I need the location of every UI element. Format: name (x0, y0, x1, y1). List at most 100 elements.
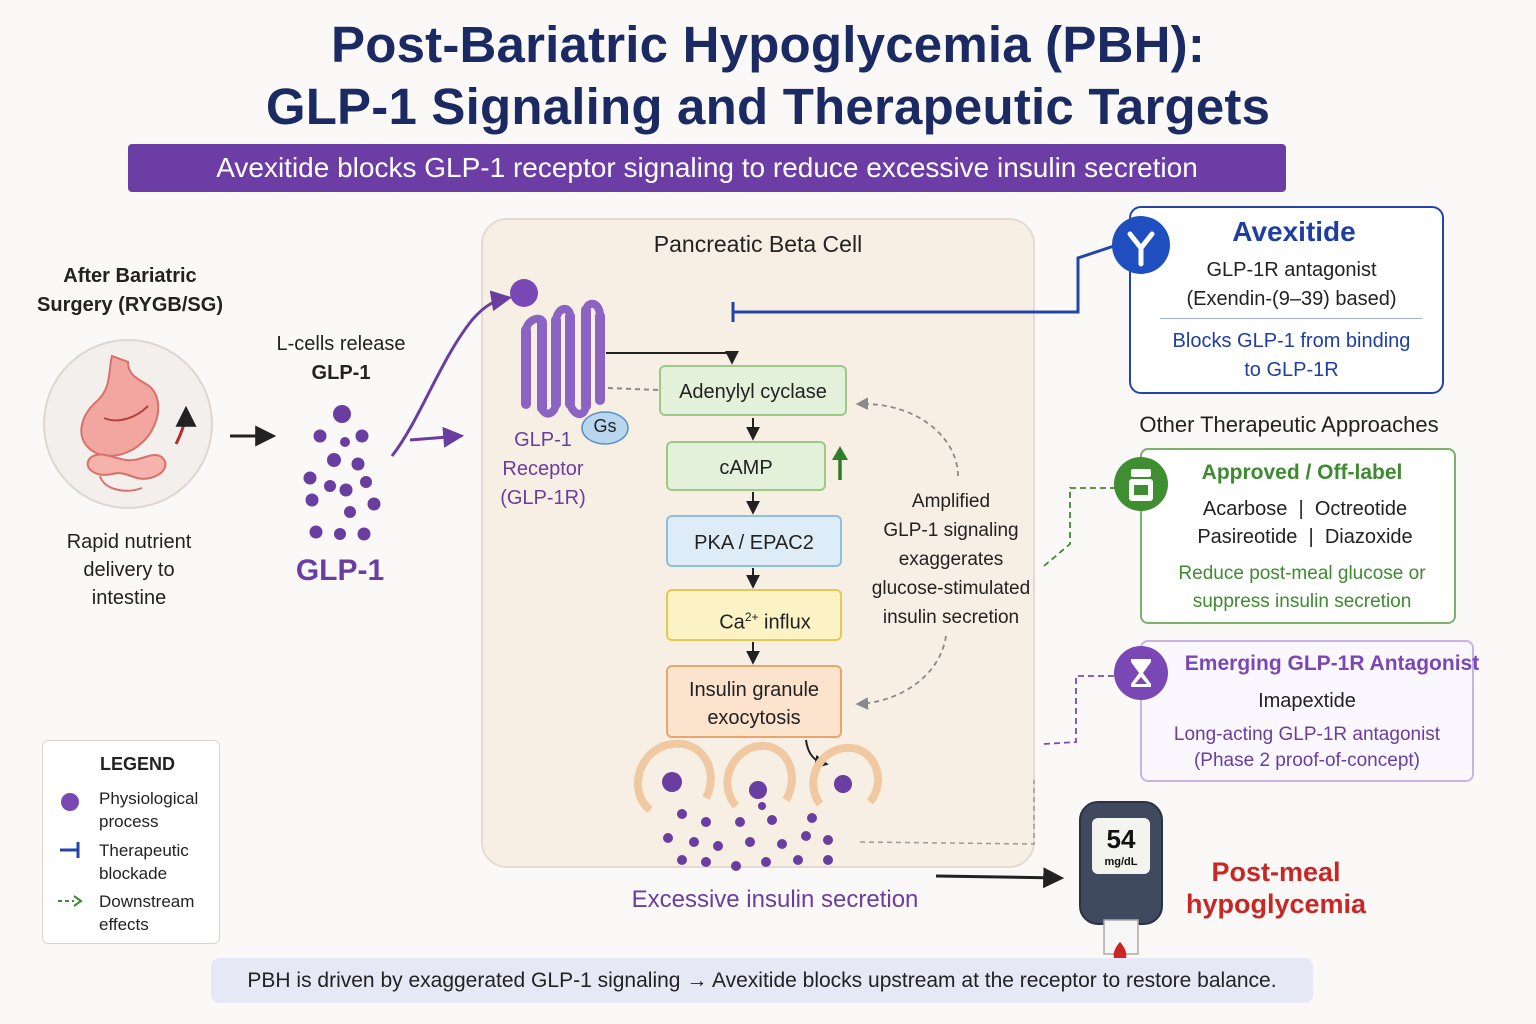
legend-title: LEGEND (100, 754, 176, 774)
approved-note-line-2: suppress insulin secretion (1192, 591, 1412, 612)
approved-drugs-line-2: Pasireotide | Diazoxide (1197, 526, 1413, 548)
glucose-meter-icon (1079, 801, 1163, 963)
approved-offlabel-box (1140, 448, 1456, 624)
antibody-icon (1112, 216, 1170, 274)
avexitide-mechanism: Blocks GLP-1 from binding to GLP-1R (1129, 327, 1444, 385)
avexitide-class: GLP-1R antagonist (1206, 259, 1377, 281)
legend-symbols (58, 793, 83, 907)
approved-drug-list: Acarbose | Octreotide Pasireotide | Diaz… (1140, 495, 1466, 551)
receptor-label: GLP-1 Receptor (GLP-1R) (478, 426, 608, 513)
amplified-line-4: glucose-stimulated (871, 578, 1031, 599)
hourglass-icon (1114, 646, 1168, 700)
avexitide-mechanism-line-2: to GLP-1R (1244, 359, 1339, 381)
arrow-glp1-to-receptor (390, 290, 513, 457)
approved-note: Reduce post-meal glucose or suppress ins… (1140, 560, 1460, 616)
glp1-molecules-icon (303, 405, 381, 541)
imapextide-label: Imapextide (1258, 690, 1356, 712)
legend-item-3-line-2: effects (99, 915, 149, 934)
insulin-dots-icon (663, 802, 833, 871)
emerging-note-line-2: (Phase 2 proof-of-concept) (1193, 750, 1420, 771)
glp1-receptor-icon (510, 279, 629, 445)
lcells-heading-line-2: GLP-1 (311, 362, 371, 384)
avexitide-title: Avexitide (1232, 216, 1356, 247)
arrow-glp1-to-cell (409, 426, 465, 448)
surgery-heading: After Bariatric Surgery (RYGB/SG) (20, 262, 240, 320)
lcells-heading-line-1: L-cells release (276, 333, 406, 355)
dashed-to-meter (859, 780, 1035, 845)
camp-step: cAMP (666, 441, 826, 491)
other-approaches-heading: Other Therapeutic Approaches (1139, 412, 1439, 437)
amplified-loop-top (855, 397, 959, 477)
approved-offlabel-title: Approved / Off-label (1201, 461, 1403, 484)
legend-item-blockade: Therapeutic blockade (99, 839, 189, 885)
meter-reading: 54 (1106, 824, 1136, 854)
legend-item-2-line-1: Therapeutic (99, 841, 189, 860)
subtitle-banner: Avexitide blocks GLP-1 receptor signalin… (128, 144, 1286, 192)
emerging-note: Long-acting GLP-1R antagonist (Phase 2 p… (1140, 722, 1474, 774)
emerging-antagonist-title: Emerging GLP-1R Antagonist (1184, 652, 1480, 675)
amplified-line-2: GLP-1 signaling (883, 520, 1019, 541)
avexitide-divider (1160, 318, 1422, 319)
surgery-heading-line-2: Surgery (RYGB/SG) (37, 294, 223, 316)
legend-item-1-line-1: Physiological (99, 789, 199, 808)
hypoglycemia-label: Post-meal hypoglycemia (1176, 856, 1376, 920)
glp1-label: GLP-1 (295, 554, 385, 587)
receptor-label-line-2: Receptor (502, 458, 584, 480)
nutrient-caption-line-3: intestine (91, 587, 167, 609)
pill-bottle-icon (1114, 457, 1168, 511)
hypoglycemia-line-1: Post-meal (1211, 857, 1341, 887)
summary-footer: PBH is driven by exaggerated GLP-1 signa… (211, 958, 1313, 1003)
arrow-receptor-to-ac (606, 350, 739, 365)
insulin-step-line-1: Insulin granule (688, 679, 820, 701)
beta-cell-title: Pancreatic Beta Cell (653, 231, 863, 257)
title-line-2: GLP-1 Signaling and Therapeutic Targets (265, 78, 1271, 135)
amplified-line-3: exaggerates (898, 549, 1004, 570)
amplified-line-1: Amplified (911, 491, 991, 512)
dashed-to-approved (1043, 487, 1116, 567)
avexitide-mechanism-line-1: Blocks GLP-1 from binding (1172, 330, 1411, 352)
calcium-influx-step: Ca2+ influx (666, 589, 842, 641)
dashed-to-emerging (1043, 675, 1116, 745)
nutrient-caption-line-2: delivery to (83, 559, 175, 581)
receptor-label-line-1: GLP-1 (514, 429, 572, 451)
surgery-heading-line-1: After Bariatric (63, 265, 197, 287)
camp-up-arrow-icon (832, 446, 848, 480)
nutrient-caption-line-1: Rapid nutrient (66, 531, 192, 553)
gs-to-ac-link (607, 387, 659, 391)
pka-epac2-step: PKA / EPAC2 (666, 515, 842, 567)
legend-item-physiological: Physiological process (99, 787, 198, 833)
avexitide-basis: (Exendin-(9–39) based) (1186, 288, 1397, 310)
approved-note-line-1: Reduce post-meal glucose or (1178, 563, 1426, 584)
legend-dot-icon (61, 793, 79, 811)
page-title: Post-Bariatric Hypoglycemia (PBH): GLP-1… (0, 14, 1536, 138)
avexitide-description: GLP-1R antagonist (Exendin-(9–39) based) (1129, 256, 1444, 314)
avexitide-box (1129, 206, 1444, 394)
calcium-charge: 2+ (744, 610, 759, 624)
insulin-exocytosis-step: Insulin granule exocytosis (666, 665, 842, 738)
nutrient-caption: Rapid nutrient delivery to intestine (34, 528, 224, 612)
insulin-vesicles-icon (633, 739, 883, 814)
legend-box (42, 740, 220, 944)
legend-item-2-line-2: blockade (99, 864, 168, 883)
adenylyl-cyclase-step: Adenylyl cyclase (659, 365, 847, 416)
amplified-signaling-note: Amplified GLP-1 signaling exaggerates gl… (868, 487, 1034, 632)
title-line-1: Post-Bariatric Hypoglycemia (PBH): (331, 16, 1205, 73)
legend-item-1-line-2: process (99, 812, 159, 831)
amplified-loop-bottom (855, 635, 947, 710)
hypoglycemia-line-2: hypoglycemia (1185, 889, 1367, 919)
approved-drugs-line-1: Acarbose | Octreotide (1202, 498, 1408, 520)
gs-protein-label: Gs (593, 416, 617, 436)
lcells-heading: L-cells release GLP-1 (256, 330, 426, 388)
calcium-symbol: Ca (719, 611, 745, 634)
arrow-to-meter (935, 867, 1065, 889)
emerging-antagonist-box (1140, 640, 1474, 782)
insulin-step-line-2: exocytosis (707, 707, 801, 729)
emerging-note-line-1: Long-acting GLP-1R antagonist (1173, 724, 1441, 745)
receptor-label-line-3: (GLP-1R) (500, 487, 586, 509)
avexitide-blockade-line (734, 244, 1115, 314)
excessive-insulin-label: Excessive insulin secretion (631, 886, 919, 913)
amplified-line-5: insulin secretion (882, 607, 1020, 628)
stomach-icon (43, 339, 213, 509)
influx-text: influx (758, 611, 811, 634)
